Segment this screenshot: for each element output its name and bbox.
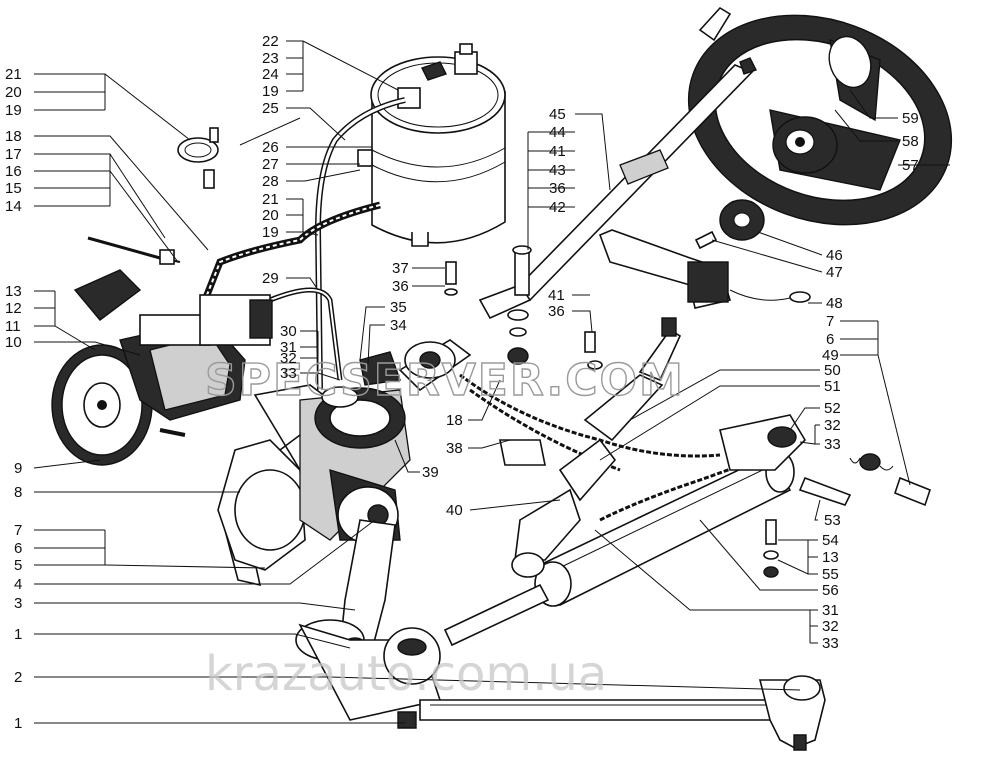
label-51: 51 — [824, 378, 841, 395]
label-36-col: 36 — [549, 180, 566, 197]
label-5: 5 — [14, 557, 22, 574]
label-26: 26 — [262, 139, 279, 156]
fasteners — [359, 245, 931, 578]
label-14: 14 — [5, 198, 22, 215]
label-21-mid: 21 — [262, 191, 279, 208]
label-48: 48 — [826, 295, 843, 312]
label-46: 46 — [826, 247, 843, 264]
label-1-lower: 1 — [14, 715, 22, 732]
label-37: 37 — [392, 260, 409, 277]
label-2: 2 — [14, 669, 22, 686]
label-55: 55 — [822, 566, 839, 583]
label-6: 6 — [14, 540, 22, 557]
label-4: 4 — [14, 576, 22, 593]
label-36: 36 — [392, 278, 409, 295]
label-39: 39 — [422, 464, 439, 481]
dipstick — [87, 236, 181, 265]
label-33: 33 — [280, 365, 297, 382]
label-56: 56 — [822, 582, 839, 599]
label-19-top: 19 — [262, 83, 279, 100]
label-10: 10 — [5, 334, 22, 351]
power-steering-pump — [51, 269, 273, 466]
watermark-krazauto: krazauto.com.ua — [205, 646, 607, 702]
label-19: 19 — [5, 102, 22, 119]
label-41-mid: 41 — [548, 287, 565, 304]
label-19-mid: 19 — [262, 224, 279, 241]
label-32-right: 32 — [824, 417, 841, 434]
label-13: 13 — [5, 283, 22, 300]
steering-wheel — [687, 6, 953, 226]
label-29: 29 — [262, 270, 279, 287]
label-25: 25 — [262, 100, 279, 117]
label-3: 3 — [14, 595, 22, 612]
label-57: 57 — [902, 157, 919, 174]
label-12: 12 — [5, 300, 22, 317]
label-47: 47 — [826, 264, 843, 281]
cardan-shaft — [398, 317, 682, 578]
label-16: 16 — [5, 163, 22, 180]
steering-gear — [217, 384, 411, 587]
label-35: 35 — [390, 299, 407, 316]
label-41: 41 — [549, 143, 566, 160]
label-53: 53 — [824, 512, 841, 529]
tie-rod — [298, 623, 826, 751]
label-21: 21 — [5, 66, 22, 83]
label-54: 54 — [822, 532, 839, 549]
label-31-right: 31 — [822, 602, 839, 619]
label-49: 49 — [822, 347, 839, 364]
label-50: 50 — [824, 362, 841, 379]
power-cylinder — [443, 414, 807, 647]
label-59: 59 — [902, 110, 919, 127]
label-6-right: 6 — [826, 331, 834, 348]
label-7-right: 7 — [826, 313, 834, 330]
label-20-mid: 20 — [262, 207, 279, 224]
watermark-specserver: SPECSERVER.COM — [205, 355, 685, 406]
label-27: 27 — [262, 156, 279, 173]
label-17: 17 — [5, 146, 22, 163]
label-36-mid: 36 — [548, 303, 565, 320]
label-24: 24 — [262, 66, 279, 83]
hose-clamp — [177, 127, 219, 189]
label-9: 9 — [14, 460, 22, 477]
label-28: 28 — [262, 173, 279, 190]
label-22: 22 — [262, 33, 279, 50]
label-7: 7 — [14, 522, 22, 539]
label-40: 40 — [446, 502, 463, 519]
label-31: 31 — [280, 339, 297, 356]
oil-reservoir — [357, 43, 506, 247]
label-23: 23 — [262, 50, 279, 67]
label-43: 43 — [549, 162, 566, 179]
label-20: 20 — [5, 84, 22, 101]
label-58: 58 — [902, 133, 919, 150]
label-33-bottom: 33 — [822, 635, 839, 652]
label-42: 42 — [549, 199, 566, 216]
callout-labels: 21 20 19 18 17 16 15 14 13 12 11 10 9 8 … — [5, 33, 919, 732]
label-32-bottom: 32 — [822, 618, 839, 635]
label-18: 18 — [5, 128, 22, 145]
leader-lines — [33, 40, 950, 724]
label-32: 32 — [280, 350, 297, 367]
label-15: 15 — [5, 180, 22, 197]
column-bracket — [598, 229, 811, 309]
label-44: 44 — [549, 124, 566, 141]
label-13-right: 13 — [822, 549, 839, 566]
hub-nut — [694, 199, 765, 250]
label-38: 38 — [446, 440, 463, 457]
label-34: 34 — [390, 317, 407, 334]
label-52: 52 — [824, 400, 841, 417]
label-30: 30 — [280, 323, 297, 340]
label-33-right: 33 — [824, 436, 841, 453]
label-45: 45 — [549, 106, 566, 123]
label-8: 8 — [14, 484, 22, 501]
label-1-upper: 1 — [14, 626, 22, 643]
label-18-mid: 18 — [446, 412, 463, 429]
label-11: 11 — [5, 318, 21, 335]
